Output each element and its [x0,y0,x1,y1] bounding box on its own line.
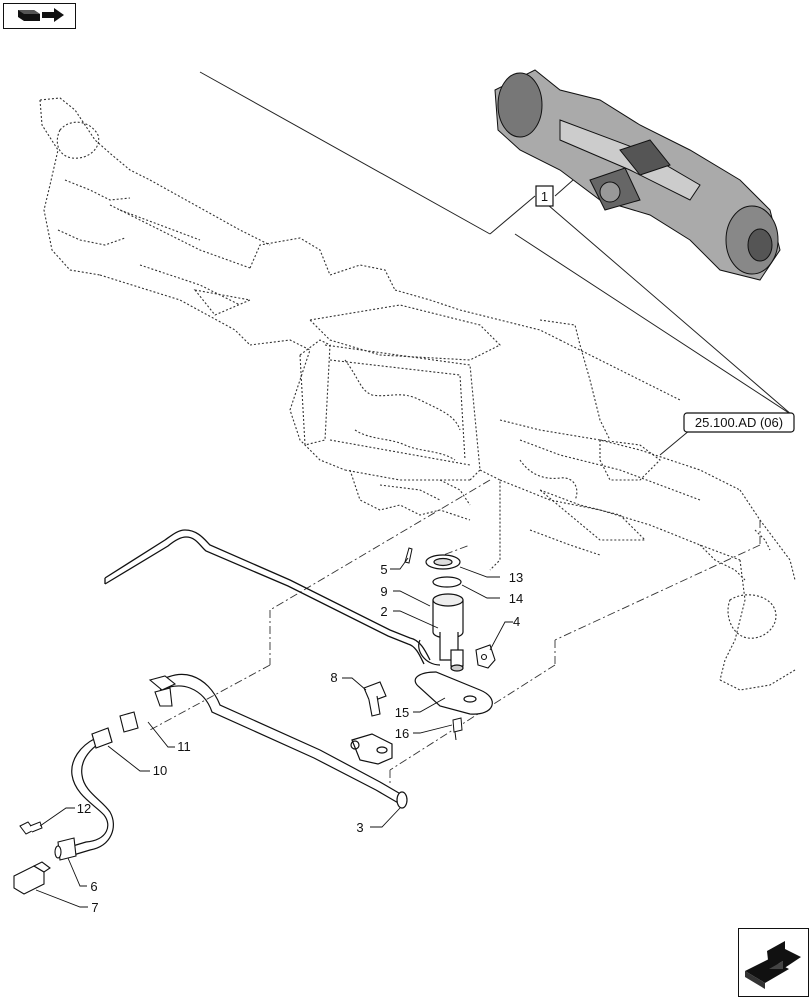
manual-nav-button[interactable] [3,3,76,29]
callout-6: 6 [90,879,97,894]
connector-7 [13,861,51,895]
screw-16 [452,717,463,741]
callout-4: 4 [513,614,520,629]
callout-leaders [35,557,513,908]
callout-10: 10 [153,763,167,778]
callout-8: 8 [330,670,337,685]
breather-tube [104,529,431,665]
bolt-12 [19,821,43,835]
book-arrow-icon [18,8,64,22]
callout-14: 14 [509,591,523,606]
fitting-6 [54,837,77,861]
callout-7: 7 [91,900,98,915]
detail-callout-label: 1 [541,189,548,204]
connector-11 [119,675,177,733]
next-page-button[interactable] [738,928,809,997]
clip [475,644,496,669]
lower-tube [159,673,408,809]
vent-fitting [418,554,464,672]
callout-15: 15 [395,705,409,720]
callout-labels: 5 13 14 9 2 4 8 15 16 11 10 3 12 6 7 [77,562,523,915]
reference-box-label: 25.100.AD (06) [695,415,783,430]
next-page-arrow-icon [745,941,801,989]
axle-housing-outline [39,97,796,691]
callout-16: 16 [395,726,409,741]
callout-2: 2 [380,604,387,619]
bolt-8 [363,681,387,717]
leader-lines [199,71,793,456]
hose-10 [65,727,114,857]
axle-thumbnail [494,69,781,281]
callout-12: 12 [77,801,91,816]
callout-11: 11 [177,739,191,754]
reference-box[interactable] [683,412,795,433]
callout-3: 3 [356,820,363,835]
callout-9: 9 [380,584,387,599]
plate [414,671,493,715]
callout-13: 13 [509,570,523,585]
detail-callout-box [535,185,554,207]
callout-5: 5 [380,562,387,577]
